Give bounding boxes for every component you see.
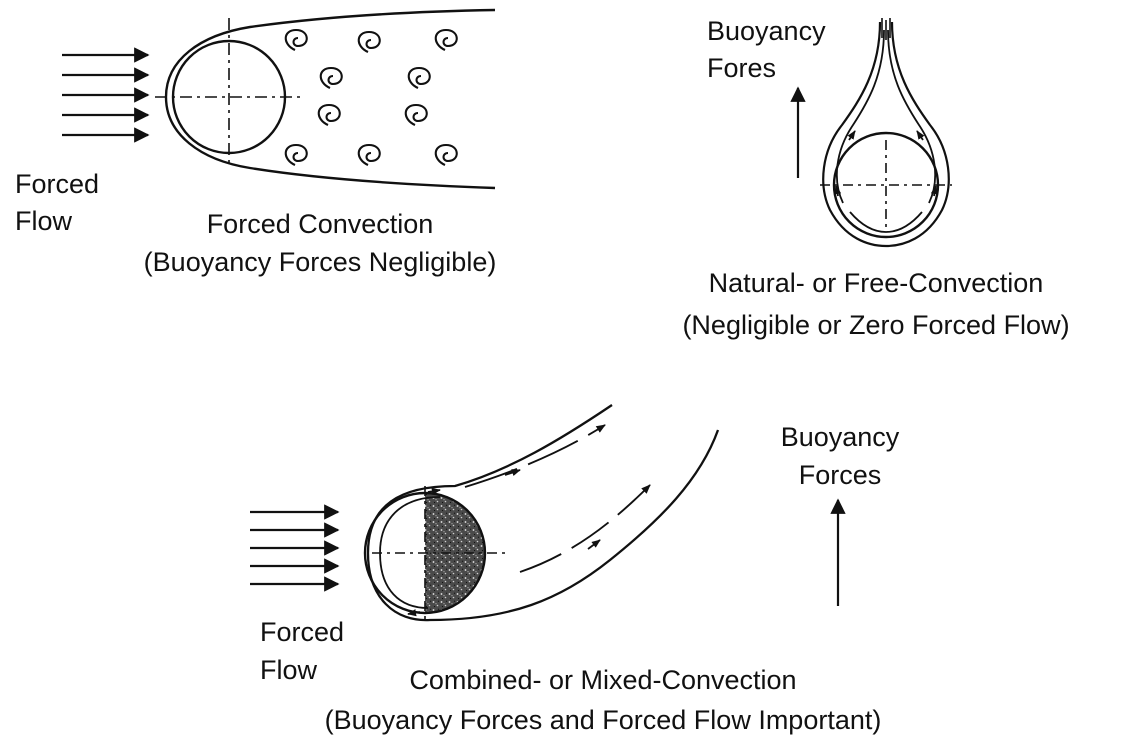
mixed-convection-panel: Buoyancy Forces Forced Flow Combined- or… — [250, 404, 900, 735]
mixed-buoyancy-label-line2: Forces — [799, 460, 882, 490]
natural-convection-panel: Buoyancy Fores Natural- or Free-Convecti… — [682, 16, 1069, 340]
mixed-forced-flow-label-line1: Forced — [260, 617, 344, 647]
natural-buoyancy-label-line1: Buoyancy — [707, 16, 826, 46]
wake-eddies — [284, 28, 458, 166]
forced-flow-label-line2: Flow — [15, 206, 73, 236]
forced-convection-panel: Forced Flow Forced Convection (Buoyancy … — [15, 8, 497, 277]
forced-flow-arrows — [62, 47, 150, 143]
forced-convection-title: Forced Convection — [207, 209, 434, 239]
cylinder — [820, 18, 952, 248]
mixed-convection-title: Combined- or Mixed-Convection — [409, 665, 796, 695]
forced-convection-subtitle: (Buoyancy Forces Negligible) — [144, 247, 497, 277]
mixed-convection-subtitle: (Buoyancy Forces and Forced Flow Importa… — [325, 705, 882, 735]
forced-flow-label-line1: Forced — [15, 169, 99, 199]
natural-convection-subtitle: (Negligible or Zero Forced Flow) — [682, 310, 1069, 340]
mixed-forced-flow-arrows — [250, 504, 340, 592]
cylinder — [155, 8, 496, 190]
natural-convection-title: Natural- or Free-Convection — [709, 268, 1044, 298]
mixed-buoyancy-label-line1: Buoyancy — [781, 422, 900, 452]
mixed-forced-flow-label-line2: Flow — [260, 655, 318, 685]
heated-cylinder — [363, 404, 720, 622]
natural-buoyancy-label-line2: Fores — [707, 53, 776, 83]
